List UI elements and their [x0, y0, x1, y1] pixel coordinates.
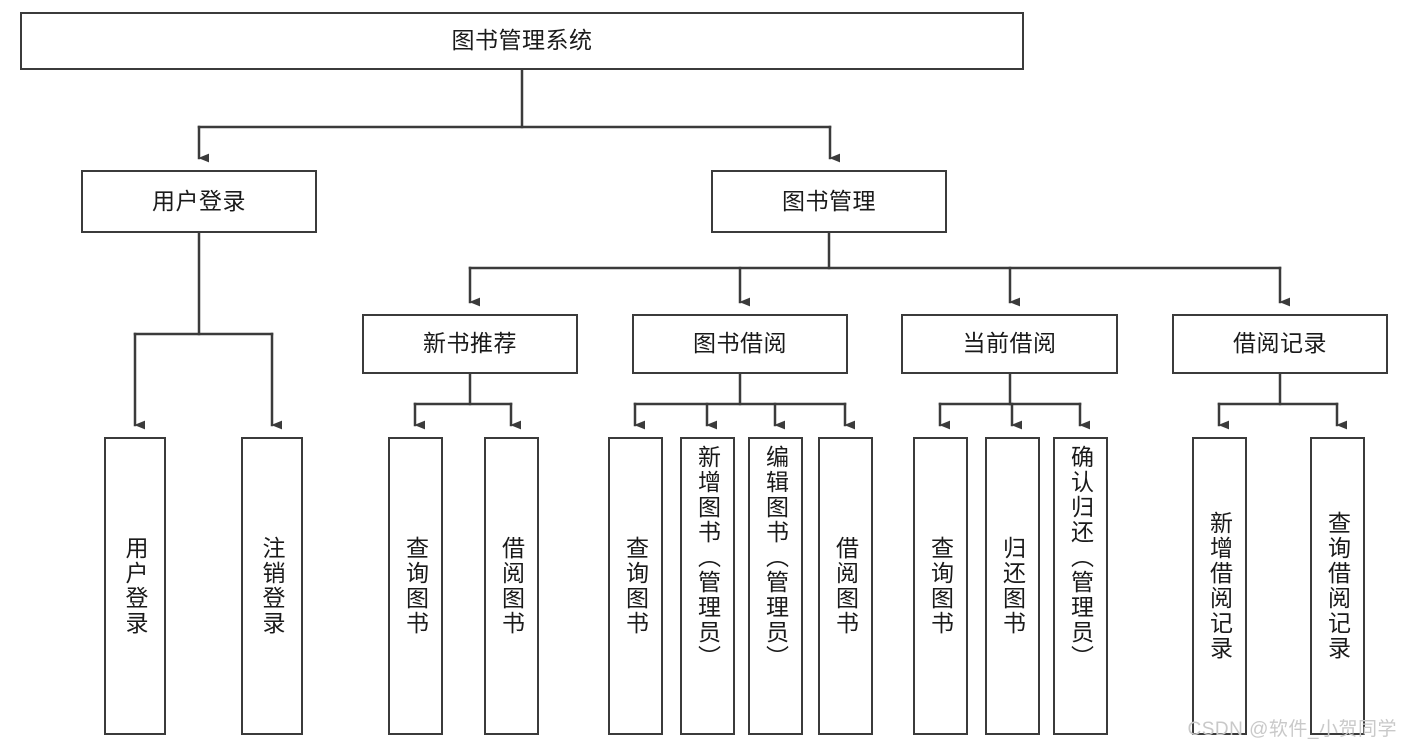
node-root[interactable]: 图书管理系统: [20, 12, 1024, 70]
node-leaf-borrow-book-rec-label: 借阅图书: [498, 536, 525, 636]
node-leaf-query-book-borrow-label: 查询图书: [622, 536, 649, 636]
node-leaf-return-book-label: 归还图书: [999, 536, 1026, 636]
node-book-manage[interactable]: 图书管理: [711, 170, 947, 233]
node-leaf-user-logout-label: 注销登录: [259, 536, 286, 636]
node-leaf-query-book-rec[interactable]: 查询图书: [388, 437, 443, 735]
node-leaf-add-book-label: 新增图书（管理员）: [694, 445, 721, 670]
node-leaf-query-book-cur[interactable]: 查询图书: [913, 437, 968, 735]
node-borrow-record[interactable]: 借阅记录: [1172, 314, 1388, 374]
node-leaf-borrow-book-label: 借阅图书: [832, 536, 859, 636]
node-new-book-recommend[interactable]: 新书推荐: [362, 314, 578, 374]
node-current-borrow[interactable]: 当前借阅: [901, 314, 1118, 374]
node-leaf-add-borrow-record[interactable]: 新增借阅记录: [1192, 437, 1247, 735]
node-leaf-edit-book[interactable]: 编辑图书（管理员）: [748, 437, 803, 735]
node-book-borrow[interactable]: 图书借阅: [632, 314, 848, 374]
node-root-label: 图书管理系统: [451, 27, 593, 54]
node-leaf-query-book-borrow[interactable]: 查询图书: [608, 437, 663, 735]
node-user-login[interactable]: 用户登录: [81, 170, 317, 233]
node-leaf-borrow-book[interactable]: 借阅图书: [818, 437, 873, 735]
node-leaf-query-book-rec-label: 查询图书: [402, 536, 429, 636]
node-current-borrow-label: 当前借阅: [962, 330, 1057, 357]
node-book-manage-label: 图书管理: [782, 187, 876, 214]
node-leaf-query-borrow-record-label: 查询借阅记录: [1324, 511, 1351, 661]
node-leaf-user-login-label: 用户登录: [122, 536, 149, 636]
node-leaf-borrow-book-rec[interactable]: 借阅图书: [484, 437, 539, 735]
node-book-borrow-label: 图书借阅: [693, 330, 787, 357]
node-leaf-add-borrow-record-label: 新增借阅记录: [1206, 511, 1233, 661]
node-new-book-recommend-label: 新书推荐: [423, 330, 517, 357]
node-leaf-confirm-return-label: 确认归还（管理员）: [1067, 445, 1094, 670]
node-user-login-label: 用户登录: [152, 187, 246, 214]
node-borrow-record-label: 借阅记录: [1233, 330, 1327, 357]
node-leaf-query-borrow-record[interactable]: 查询借阅记录: [1310, 437, 1365, 735]
node-leaf-add-book[interactable]: 新增图书（管理员）: [680, 437, 735, 735]
node-leaf-edit-book-label: 编辑图书（管理员）: [762, 445, 789, 670]
node-leaf-user-login[interactable]: 用户登录: [104, 437, 166, 735]
node-leaf-confirm-return[interactable]: 确认归还（管理员）: [1053, 437, 1108, 735]
node-leaf-user-logout[interactable]: 注销登录: [241, 437, 303, 735]
node-leaf-return-book[interactable]: 归还图书: [985, 437, 1040, 735]
node-leaf-query-book-cur-label: 查询图书: [927, 536, 954, 636]
